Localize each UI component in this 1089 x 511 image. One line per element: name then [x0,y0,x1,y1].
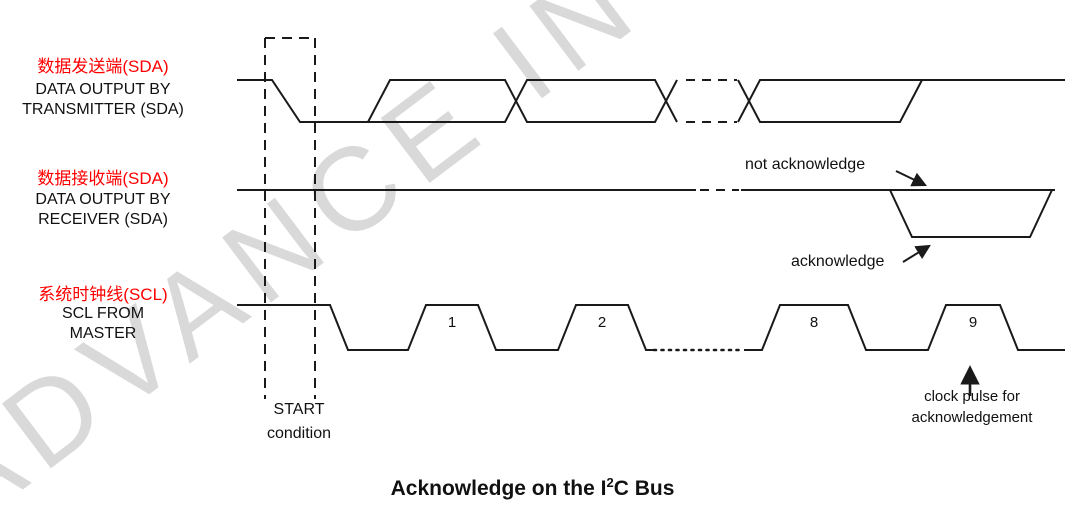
receiver-label-en-1: DATA OUTPUT BY [35,191,171,208]
title-sup: 2 [606,475,614,490]
scl-waveform [237,304,1065,352]
transmitter-waveform [237,79,1065,123]
transmitter-label-cn: 数据发送端(SDA) [37,57,169,76]
receiver-waveform [237,189,1055,238]
receiver-label-cn: 数据接收端(SDA) [37,169,169,188]
scl-label-en-2: MASTER [69,325,137,342]
transmitter-label-en-1: DATA OUTPUT BY [35,81,171,98]
clock-pulse-label-line1: clock pulse for [924,388,1020,405]
scl-label-en-1: SCL FROM [61,305,145,322]
scl-label-cn: 系统时钟线(SCL) [38,285,168,304]
annotation-arrows [895,170,980,396]
diagram-title: Acknowledge on the I2C Bus [0,475,1065,501]
not-acknowledge-label: not acknowledge [745,156,866,173]
transmitter-label-en-2: TRANSMITTER (SDA) [22,101,184,118]
clock-number-1: 1 [447,314,457,331]
not-acknowledge-arrow [895,170,928,187]
clock-number-2: 2 [597,314,607,331]
start-condition-label-line2: condition [266,425,332,442]
acknowledge-label: acknowledge [791,253,885,270]
start-condition-dashed-lines [264,37,316,399]
start-condition-label-line1: START [273,401,325,418]
clock-pulse-label-line2: acknowledgement [911,409,1033,426]
title-post: C Bus [613,477,675,500]
receiver-label-en-2: RECEIVER (SDA) [38,211,168,228]
clock-number-9: 9 [968,314,978,331]
acknowledge-arrow [902,244,931,263]
title-pre: Acknowledge on the I [390,477,607,500]
clock-number-8: 8 [809,314,819,331]
